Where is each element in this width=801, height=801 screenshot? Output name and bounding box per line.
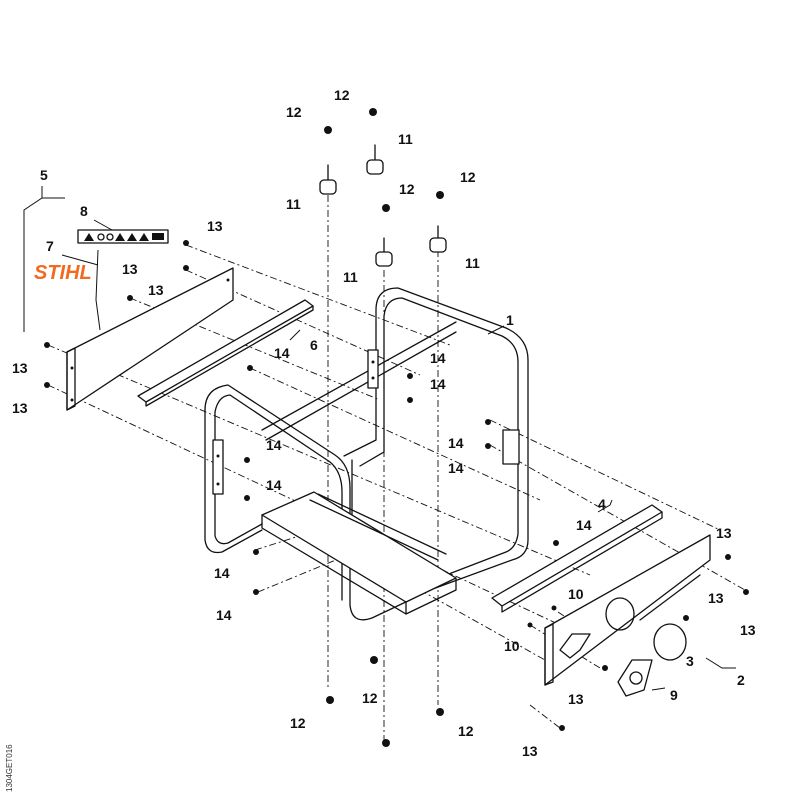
receptacle-outlet bbox=[617, 659, 653, 697]
tubular-frame bbox=[204, 287, 529, 621]
callout-14c: 14 bbox=[430, 376, 446, 392]
vibration-mount-3 bbox=[375, 237, 393, 267]
callout-13h: 13 bbox=[740, 622, 756, 638]
cover-cap bbox=[653, 623, 687, 661]
stihl-logo: STIHL bbox=[34, 262, 92, 284]
callout-3: 3 bbox=[686, 653, 694, 669]
callout-11c: 11 bbox=[343, 269, 358, 285]
hardware-nuts bbox=[324, 108, 444, 747]
callout-1: 1 bbox=[506, 312, 514, 328]
callout-14h: 14 bbox=[576, 517, 592, 533]
vibration-mount-2 bbox=[366, 144, 384, 175]
callout-5: 5 bbox=[40, 167, 48, 183]
callout-10a: 10 bbox=[568, 586, 584, 602]
mounting-rail-right bbox=[491, 504, 663, 613]
side-panel-with-label bbox=[66, 267, 234, 411]
hardware-screws bbox=[44, 240, 749, 731]
callout-12c: 12 bbox=[399, 181, 415, 197]
callout-14j: 14 bbox=[216, 607, 232, 623]
callout-6: 6 bbox=[310, 337, 318, 353]
callout-12g: 12 bbox=[458, 723, 474, 739]
callout-12e: 12 bbox=[362, 690, 378, 706]
callout-13i: 13 bbox=[568, 691, 584, 707]
callout-13a: 13 bbox=[207, 218, 223, 234]
control-panel bbox=[544, 534, 711, 686]
drawing-code: 1304GET016 bbox=[5, 744, 14, 792]
assembly-guide-lines bbox=[47, 195, 746, 740]
callout-2: 2 bbox=[737, 672, 745, 688]
callout-14d: 14 bbox=[448, 435, 464, 451]
callout-14a: 14 bbox=[274, 345, 290, 361]
callout-13j: 13 bbox=[522, 743, 538, 759]
callout-13e: 13 bbox=[12, 400, 28, 416]
mounting-rail-left bbox=[137, 299, 314, 407]
callout-14g: 14 bbox=[266, 477, 282, 493]
callout-13c: 13 bbox=[148, 282, 164, 298]
vibration-mounts bbox=[319, 144, 447, 267]
vibration-mount-4 bbox=[429, 225, 447, 253]
callout-7: 7 bbox=[46, 238, 54, 254]
callout-11d: 11 bbox=[465, 255, 480, 271]
callout-12a: 12 bbox=[286, 104, 302, 120]
callout-14b: 14 bbox=[430, 350, 446, 366]
callout-13f: 13 bbox=[716, 525, 732, 541]
vibration-mount-1 bbox=[319, 164, 337, 195]
callout-12d: 12 bbox=[460, 169, 476, 185]
callout-12b: 12 bbox=[334, 87, 350, 103]
callout-13d: 13 bbox=[12, 360, 28, 376]
callout-13g: 13 bbox=[708, 590, 724, 606]
callout-10b: 10 bbox=[504, 638, 520, 654]
callout-14e: 14 bbox=[448, 460, 464, 476]
callout-14f: 14 bbox=[266, 437, 282, 453]
callout-8: 8 bbox=[80, 203, 88, 219]
callout-labels: 1 2 3 4 5 6 7 8 9 10 10 11 11 11 11 12 1… bbox=[12, 87, 756, 759]
callout-11a: 11 bbox=[286, 196, 301, 212]
callout-11b: 11 bbox=[398, 131, 413, 147]
callout-14i: 14 bbox=[214, 565, 230, 581]
callout-12f: 12 bbox=[290, 715, 306, 731]
warning-decal bbox=[77, 229, 169, 244]
callout-13b: 13 bbox=[122, 261, 138, 277]
leader-lines bbox=[23, 186, 736, 691]
callout-9: 9 bbox=[670, 687, 678, 703]
callout-4: 4 bbox=[598, 496, 606, 512]
hardware-washers bbox=[244, 365, 559, 628]
